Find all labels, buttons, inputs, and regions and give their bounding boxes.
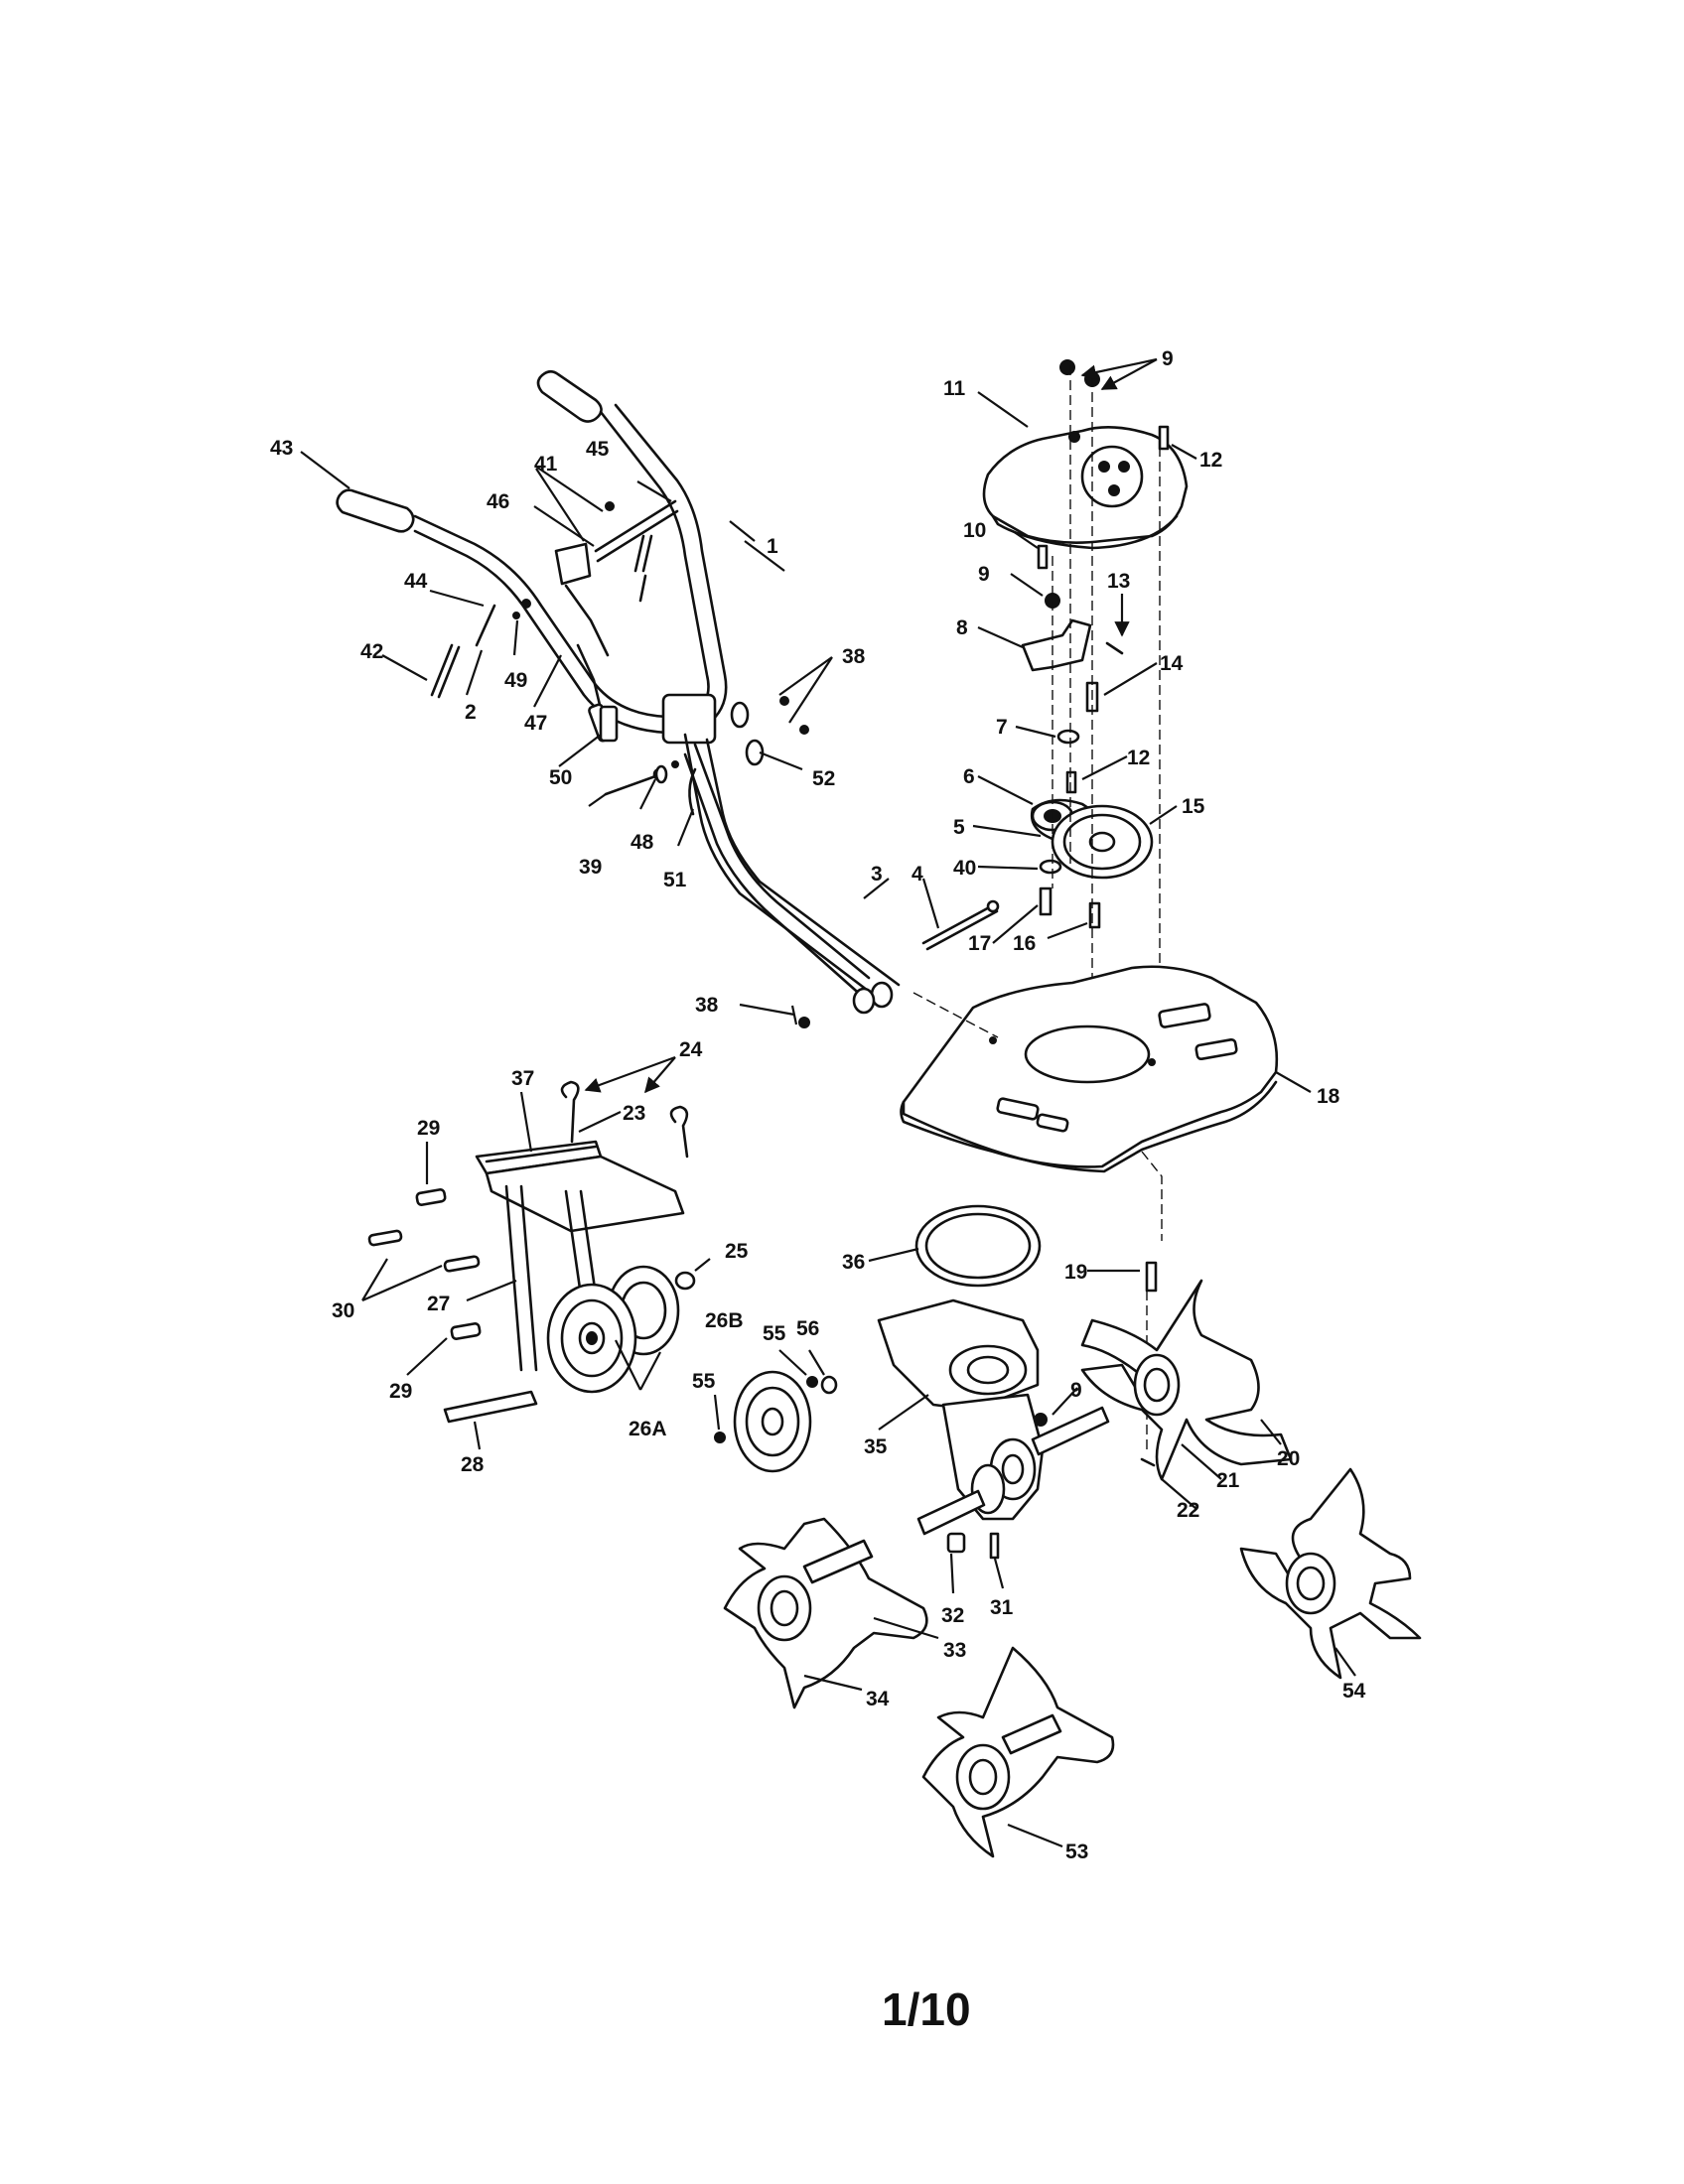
callout-12-top: 12 (1199, 449, 1222, 472)
callout-20: 20 (1277, 1447, 1300, 1470)
callout-9-trans: 9 (1070, 1379, 1082, 1402)
callout-52: 52 (812, 767, 835, 790)
callout-26B: 26B (705, 1309, 744, 1332)
callout-36: 36 (842, 1251, 865, 1274)
tine-assembly-53 (921, 1646, 1115, 1858)
callout-6: 6 (963, 765, 975, 788)
callout-29-bot: 29 (389, 1380, 412, 1403)
callout-13: 13 (1107, 570, 1130, 593)
tine-assembly-20-21 (1080, 1279, 1293, 1481)
callout-24: 24 (679, 1038, 703, 1061)
callout-14: 14 (1160, 652, 1184, 675)
callout-19: 19 (1064, 1261, 1087, 1284)
tine-assembly-33-34 (723, 1517, 928, 1709)
callout-15: 15 (1182, 795, 1205, 818)
callout-56: 56 (796, 1317, 819, 1340)
callout-11: 11 (943, 377, 966, 400)
callout-31: 31 (990, 1596, 1014, 1619)
callout-55-right: 55 (763, 1322, 786, 1345)
callout-37: 37 (511, 1067, 534, 1090)
callout-7: 7 (996, 716, 1008, 739)
tine-shield (900, 965, 1279, 1241)
callout-5: 5 (953, 816, 965, 839)
callout-53: 53 (1065, 1841, 1088, 1863)
tine-assembly-54 (1239, 1467, 1422, 1680)
callout-28: 28 (461, 1453, 485, 1476)
callout-2: 2 (465, 701, 477, 724)
callout-23: 23 (623, 1102, 645, 1125)
callout-17: 17 (968, 932, 991, 955)
callout-41: 41 (534, 453, 558, 476)
callout-51: 51 (663, 869, 687, 891)
callout-48: 48 (631, 831, 654, 854)
callout-29-top: 29 (417, 1117, 440, 1140)
callout-46: 46 (487, 490, 509, 513)
belt-cover-assembly (982, 359, 1189, 1052)
callout-26A: 26A (629, 1418, 667, 1440)
callout-45: 45 (586, 438, 610, 461)
callout-8: 8 (956, 616, 968, 639)
callout-40: 40 (953, 857, 976, 880)
wheel-depth-stake-assembly (367, 1080, 838, 1473)
callout-3: 3 (871, 863, 883, 886)
callout-50: 50 (549, 766, 572, 789)
callout-12-mid: 12 (1127, 747, 1150, 769)
callout-38-bot: 38 (695, 994, 719, 1017)
callout-43: 43 (270, 437, 293, 460)
callout-49: 49 (504, 669, 527, 692)
callout-30: 30 (332, 1299, 354, 1322)
callout-33: 33 (943, 1639, 966, 1662)
callout-35: 35 (864, 1435, 888, 1458)
callout-25: 25 (725, 1240, 749, 1263)
callout-34: 34 (866, 1688, 890, 1710)
callout-44: 44 (404, 570, 428, 593)
callout-16: 16 (1013, 932, 1036, 955)
callout-55-left: 55 (692, 1370, 716, 1393)
callout-32: 32 (941, 1604, 964, 1627)
transmission-assembly (877, 1204, 1158, 1560)
callout-22: 22 (1177, 1499, 1199, 1522)
leader-lines (300, 357, 1356, 1848)
callout-4: 4 (912, 863, 923, 886)
callout-9-top: 9 (1162, 347, 1174, 370)
callout-9-mid: 9 (978, 563, 990, 586)
callout-1: 1 (767, 535, 778, 558)
callout-10: 10 (963, 519, 986, 542)
page-number: 1/10 (882, 1983, 971, 2035)
callout-38-top: 38 (842, 645, 866, 668)
callout-42: 42 (360, 640, 383, 663)
callout-21: 21 (1216, 1469, 1240, 1492)
callout-18: 18 (1317, 1085, 1340, 1108)
callout-54: 54 (1342, 1680, 1366, 1703)
callout-39: 39 (579, 856, 602, 879)
callout-27: 27 (427, 1293, 450, 1315)
handlebar-assembly (336, 369, 1000, 1028)
callout-labels: 1 2 3 4 5 6 7 8 9 9 9 10 11 12 12 13 14 … (270, 347, 1366, 1863)
callout-47: 47 (524, 712, 547, 735)
